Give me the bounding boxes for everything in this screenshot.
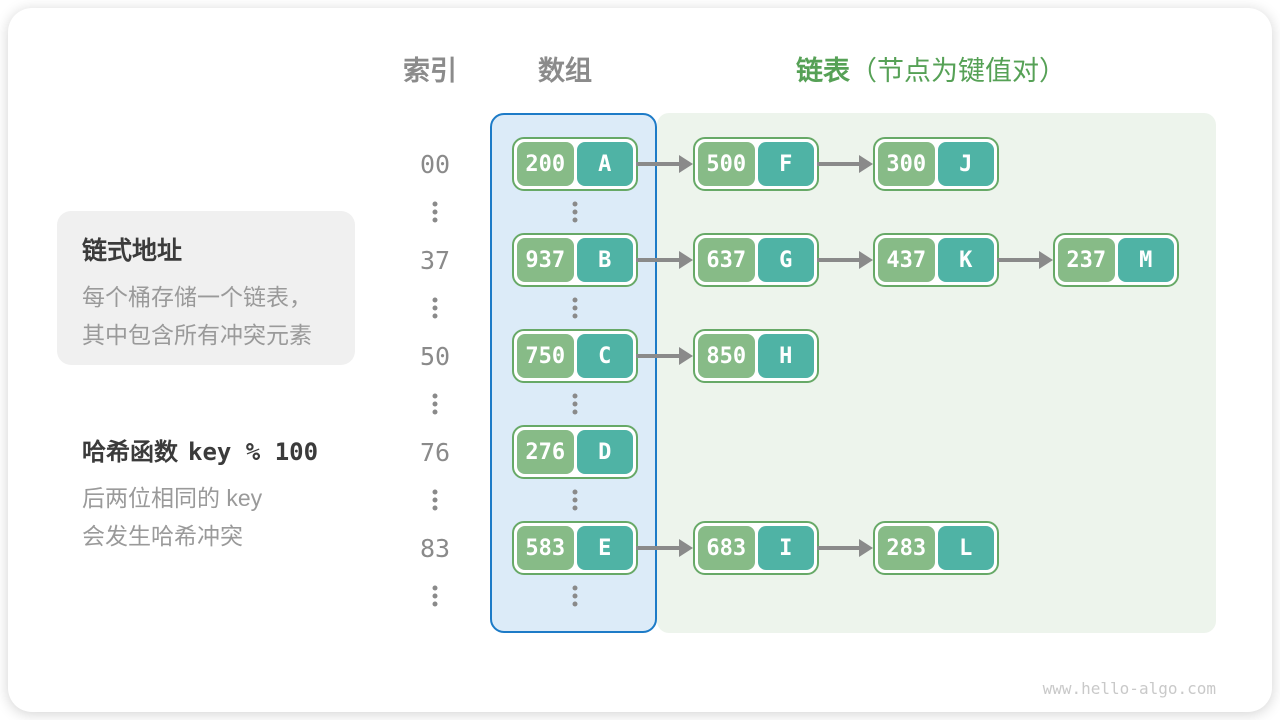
node-key-cell: 200	[517, 142, 574, 186]
hash-function-formula: key % 100	[188, 438, 319, 466]
pointer-arrow-icon	[817, 155, 873, 173]
bucket-index-label: 50	[419, 341, 451, 371]
pointer-arrow-icon	[636, 539, 693, 557]
pointer-arrow-icon	[817, 251, 873, 269]
node-key-cell: 237	[1058, 238, 1115, 282]
pointer-arrow-icon	[817, 539, 873, 557]
node-key-cell: 683	[698, 526, 755, 570]
hash-note-line-1: 后两位相同的 key	[82, 485, 263, 511]
node-value-cell: K	[937, 238, 994, 282]
pointer-arrow-icon	[636, 155, 693, 173]
vertical-ellipsis-icon	[432, 489, 438, 511]
node-key-cell: 437	[878, 238, 935, 282]
note-body-line-2: 其中包含所有冲突元素	[82, 322, 312, 348]
vertical-ellipsis-icon	[432, 297, 438, 319]
node-value-cell: E	[576, 526, 633, 570]
node-value-cell: J	[937, 142, 994, 186]
node-value-cell: I	[757, 526, 814, 570]
node-value-cell: M	[1117, 238, 1174, 282]
node-value-cell: F	[757, 142, 814, 186]
node-value-cell: H	[757, 334, 814, 378]
bucket-index-label: 37	[419, 245, 451, 275]
node-value-cell: A	[576, 142, 633, 186]
hash-function-line: 哈希函数 key % 100	[82, 432, 402, 467]
hash-function-block: 哈希函数 key % 100 后两位相同的 key 会发生哈希冲突	[82, 432, 402, 559]
column-header-array: 数组	[538, 56, 592, 86]
vertical-ellipsis-icon	[432, 585, 438, 607]
vertical-ellipsis-icon	[572, 585, 578, 607]
node-key-cell: 276	[517, 430, 574, 474]
vertical-ellipsis-icon	[572, 393, 578, 415]
note-title: 链式地址	[82, 237, 183, 265]
list-header-title: 链表	[796, 56, 850, 86]
hash-function-label: 哈希函数	[82, 439, 178, 466]
node-key-cell: 500	[698, 142, 755, 186]
watermark: www.hello-algo.com	[1042, 679, 1216, 698]
node-value-cell: D	[576, 430, 633, 474]
bucket-index-label: 83	[419, 533, 451, 563]
note-body-line-1: 每个桶存储一个链表，	[82, 284, 312, 310]
pointer-arrow-icon	[636, 251, 693, 269]
node-value-cell: C	[576, 334, 633, 378]
node-key-cell: 750	[517, 334, 574, 378]
vertical-ellipsis-icon	[572, 201, 578, 223]
node-value-cell: B	[576, 238, 633, 282]
node-key-cell: 850	[698, 334, 755, 378]
pointer-arrow-icon	[636, 347, 693, 365]
node-value-cell: G	[757, 238, 814, 282]
bucket-index-label: 76	[419, 437, 451, 467]
list-header-note: （节点为键值对）	[850, 56, 1066, 86]
vertical-ellipsis-icon	[432, 201, 438, 223]
node-key-cell: 637	[698, 238, 755, 282]
column-header-list: 链表（节点为键值对）	[796, 56, 1066, 86]
node-value-cell: L	[937, 526, 994, 570]
vertical-ellipsis-icon	[572, 297, 578, 319]
node-key-cell: 937	[517, 238, 574, 282]
hash-note-line-2: 会发生哈希冲突	[82, 523, 243, 549]
pointer-arrow-icon	[997, 251, 1053, 269]
node-key-cell: 583	[517, 526, 574, 570]
vertical-ellipsis-icon	[432, 393, 438, 415]
chaining-note-box: 链式地址 每个桶存储一个链表， 其中包含所有冲突元素	[57, 211, 355, 365]
bucket-index-label: 00	[419, 149, 451, 179]
node-key-cell: 283	[878, 526, 935, 570]
column-header-index: 索引	[403, 56, 457, 86]
vertical-ellipsis-icon	[572, 489, 578, 511]
node-key-cell: 300	[878, 142, 935, 186]
